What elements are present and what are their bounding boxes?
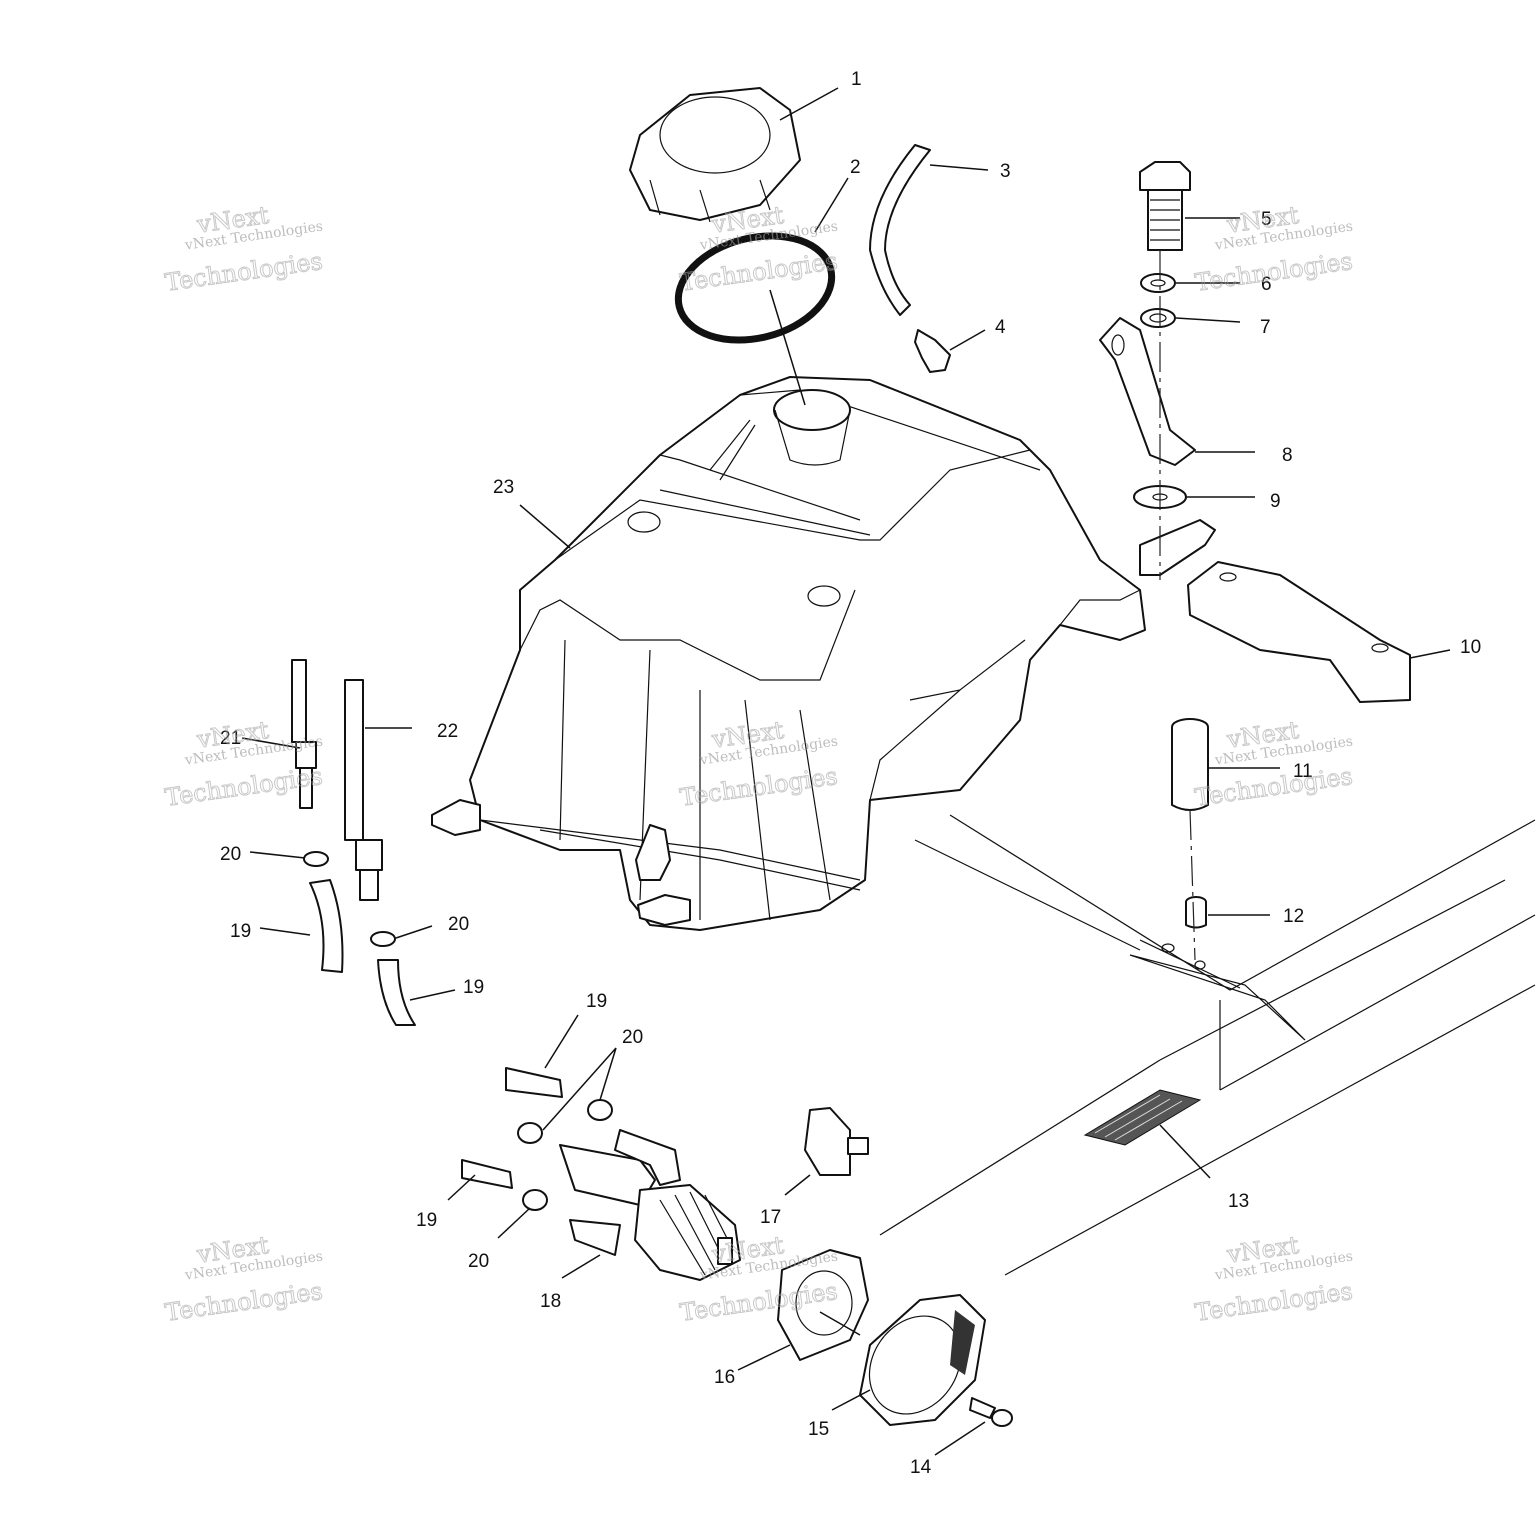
watermark-bottom-right-c: Technologies: [1193, 1277, 1354, 1327]
bracket-8: [1099, 317, 1196, 466]
fuel-tube-22: [344, 679, 383, 901]
callout-16: 16: [714, 1367, 735, 1388]
callout-18: 18: [540, 1291, 561, 1312]
callout-14: 14: [910, 1457, 932, 1478]
valve-clip-17: [804, 1107, 869, 1176]
decal-13: [1083, 1089, 1202, 1146]
bolt-5: [1139, 161, 1191, 251]
watermark-top-left: vNext vNext Technologies Technologies: [163, 200, 325, 297]
watermark-bottom-left-c: Technologies: [163, 1277, 324, 1327]
watermarks: vNext vNext Technologies Technologies vN…: [163, 200, 1355, 1327]
callout-9: 9: [1270, 491, 1281, 512]
clamp-20-left: [303, 851, 396, 947]
callout-19-b: 19: [463, 977, 484, 998]
clamp-20-lower: [517, 1099, 613, 1211]
fuel-valve-18: [559, 1129, 741, 1281]
watermark-top-left-c: Technologies: [163, 247, 324, 297]
callout-20-d: 20: [468, 1251, 489, 1272]
callout-1: 1: [851, 69, 862, 90]
callout-7: 7: [1260, 317, 1271, 338]
callout-2: 2: [850, 157, 861, 178]
valve-bezel-15: [859, 1294, 986, 1426]
sleeve-11: [1171, 718, 1209, 811]
callout-17: 17: [760, 1207, 781, 1228]
callout-3: 3: [1000, 161, 1011, 182]
callout-5: 5: [1261, 209, 1272, 230]
callout-15: 15: [808, 1419, 829, 1440]
callout-19-c: 19: [586, 991, 607, 1012]
callout-19-a: 19: [230, 921, 251, 942]
bushing-12: [1185, 896, 1207, 929]
callout-20-c: 20: [622, 1027, 643, 1048]
watermark-top-right-c: Technologies: [1193, 247, 1354, 297]
vent-fitting: [914, 329, 951, 373]
callout-12: 12: [1283, 906, 1304, 927]
hose-19-lower: [461, 1067, 563, 1189]
callout-20-a: 20: [220, 844, 241, 865]
washer-7: [1140, 308, 1176, 328]
callout-22: 22: [437, 721, 458, 742]
valve-nut-16: [777, 1249, 869, 1361]
callout-6: 6: [1261, 274, 1272, 295]
fuel-tank: [431, 376, 1216, 931]
fuel-cap: [629, 87, 801, 223]
frame-rail: [879, 814, 1536, 1276]
watermark-bottom-center: vNext vNext Technologies Technologies: [678, 1230, 840, 1327]
callout-23: 23: [493, 477, 514, 498]
watermark-bottom-right: vNext vNext Technologies Technologies: [1193, 1230, 1355, 1327]
callout-13: 13: [1228, 1191, 1249, 1212]
callout-8: 8: [1282, 445, 1293, 466]
callout-labels: 1 2 3 4 5 6 7 8 9 10 11 12 13 14 15 16 1…: [220, 69, 1481, 1478]
callout-11: 11: [1293, 761, 1313, 782]
screw-14: [969, 1397, 1013, 1427]
spacer-block-10: [1187, 561, 1411, 703]
washer-6: [1140, 273, 1176, 293]
callout-21: 21: [220, 728, 241, 749]
watermark-mid-right-c: Technologies: [1193, 762, 1354, 812]
callout-20-b: 20: [448, 914, 469, 935]
watermark-mid-right: vNext vNext Technologies Technologies: [1193, 715, 1355, 812]
callout-4: 4: [995, 317, 1006, 338]
vent-hose: [869, 144, 931, 316]
fitting-21: [291, 659, 317, 809]
o-ring: [674, 232, 836, 344]
callout-19-d: 19: [416, 1210, 437, 1231]
watermark-bottom-left: vNext vNext Technologies Technologies: [163, 1230, 325, 1327]
bolt-axis-line: [1159, 250, 1196, 961]
watermark-top-right: vNext vNext Technologies Technologies: [1193, 200, 1355, 297]
leader-lines: [241, 87, 1451, 1456]
hose-19-left: [309, 879, 416, 1026]
callout-10: 10: [1460, 637, 1481, 658]
